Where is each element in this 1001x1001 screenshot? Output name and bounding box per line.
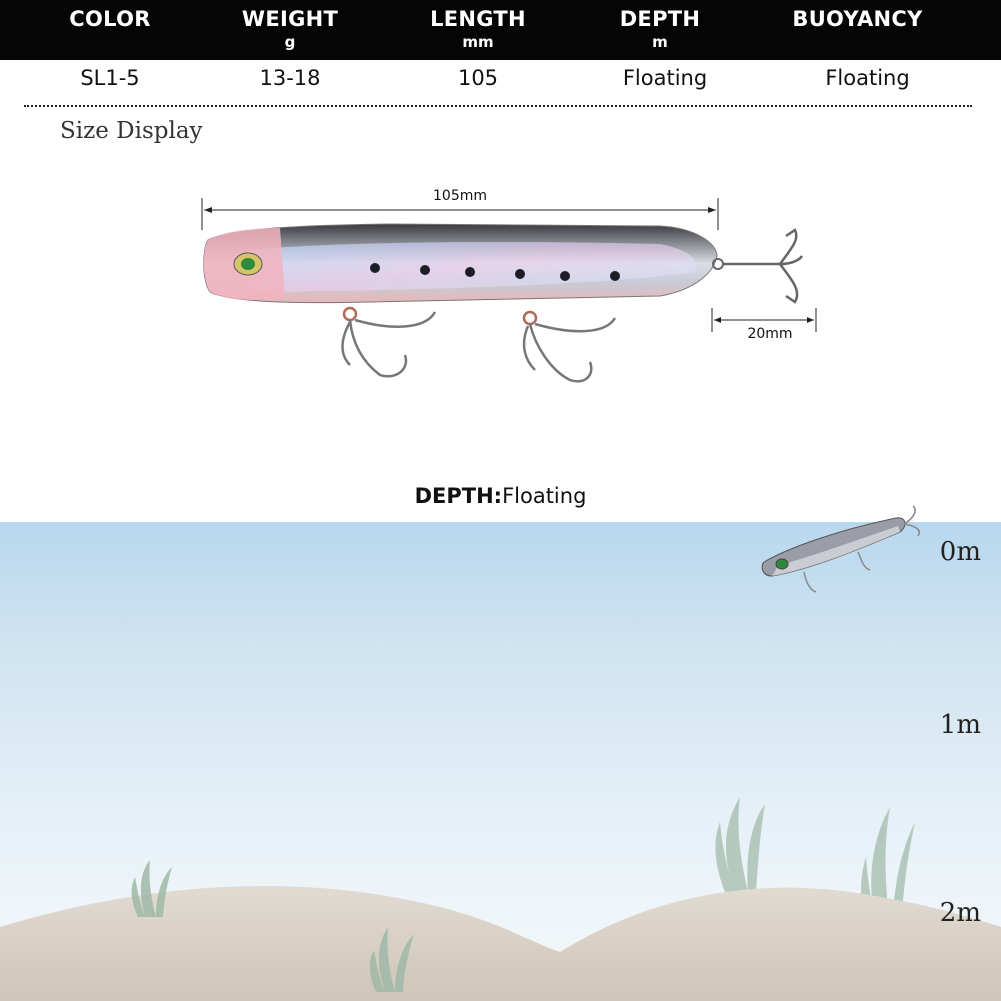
dotted-divider <box>24 105 972 107</box>
value-depth: Floating <box>622 66 708 90</box>
header-weight-unit: g <box>284 33 296 51</box>
value-color: SL1-5 <box>80 66 140 90</box>
header-color-label: COLOR <box>69 7 151 31</box>
spec-table-header: COLOR WEIGHT g LENGTH mm DEPTH m BUOYANC… <box>0 0 1001 60</box>
header-buoyancy: BUOYANCY <box>775 6 940 32</box>
size-display-title: Size Display <box>60 118 203 144</box>
tail-hook <box>722 228 804 304</box>
depth-mark-2m: 2m <box>939 898 981 928</box>
seabed-illustration <box>0 797 1001 1001</box>
value-buoyancy: Floating <box>825 66 910 90</box>
seaweed-left <box>131 860 414 992</box>
header-length-label: LENGTH <box>430 7 526 31</box>
spec-table-row: SL1-5 13-18 105 Floating Floating <box>0 60 1001 102</box>
belly-hook-front <box>341 306 437 378</box>
lure-body <box>203 223 724 304</box>
depth-title-label: DEPTH: <box>414 484 503 508</box>
hook-length-label: 20mm <box>747 326 792 342</box>
hook-dimension: 20mm <box>711 308 817 342</box>
depth-mark-0m: 0m <box>939 537 981 567</box>
header-weight-label: WEIGHT <box>241 7 339 31</box>
length-label: 105mm <box>433 188 487 204</box>
header-weight: WEIGHT g <box>210 6 370 52</box>
value-weight: 13-18 <box>259 66 321 90</box>
header-buoyancy-label: BUOYANCY <box>792 7 923 31</box>
lure-size-illustration: 105mm 20mm <box>201 188 817 383</box>
depth-section-title: DEPTH:Floating <box>0 484 1001 508</box>
header-depth: DEPTH m <box>580 6 740 52</box>
header-color: COLOR <box>40 6 180 32</box>
belly-hook-rear <box>522 310 617 383</box>
header-depth-label: DEPTH <box>619 7 701 31</box>
value-length: 105 <box>457 66 499 90</box>
header-length: LENGTH mm <box>398 6 558 52</box>
header-length-unit: mm <box>462 33 494 51</box>
depth-title-value: Floating <box>502 484 587 508</box>
floating-lure-icon <box>761 505 920 593</box>
depth-mark-1m: 1m <box>939 710 981 740</box>
header-depth-unit: m <box>652 33 668 51</box>
length-dimension: 105mm <box>201 188 719 230</box>
